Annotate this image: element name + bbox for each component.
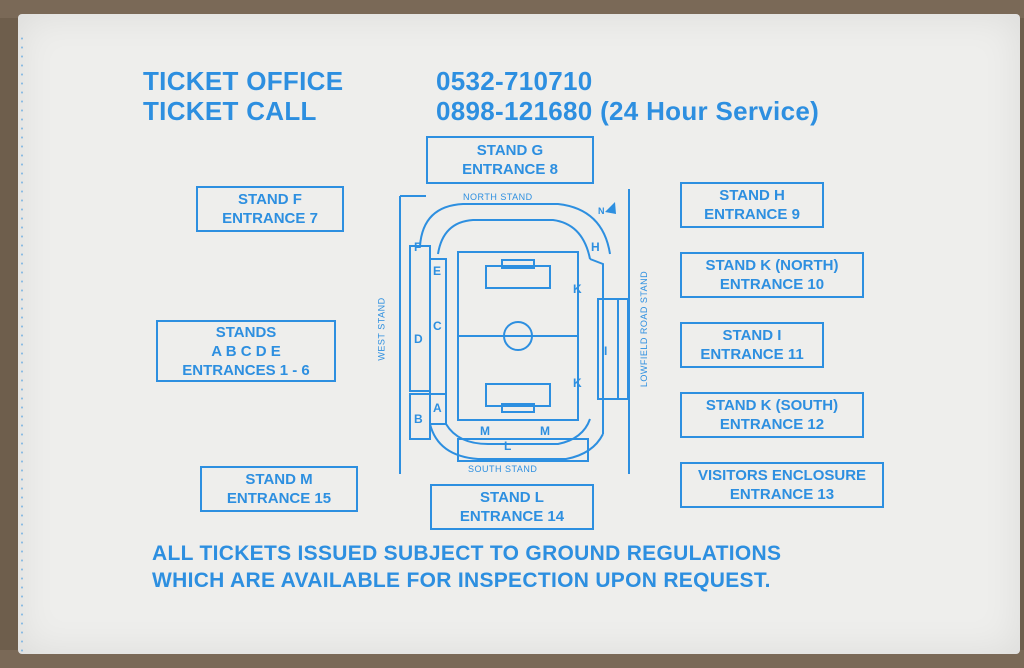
section-d-letter: D bbox=[414, 332, 424, 346]
stand-l-entrance-box: STAND L ENTRANCE 14 bbox=[430, 484, 594, 530]
regulations-line-1: ALL TICKETS ISSUED SUBJECT TO GROUND REG… bbox=[152, 542, 782, 565]
stand-k-north-entrance: ENTRANCE 10 bbox=[719, 276, 825, 293]
visitors-entrance: ENTRANCE 13 bbox=[729, 486, 835, 503]
perforation-edge bbox=[20, 34, 24, 654]
stand-k-south-name: STAND K (SOUTH) bbox=[705, 397, 839, 414]
stand-l-entrance: ENTRANCE 14 bbox=[459, 508, 565, 525]
section-e-letter: E bbox=[433, 264, 442, 278]
wood-background-bottom bbox=[0, 650, 1024, 668]
regulations-line-2: WHICH ARE AVAILABLE FOR INSPECTION UPON … bbox=[152, 569, 771, 592]
visitors-entrance-box: VISITORS ENCLOSURE ENTRANCE 13 bbox=[680, 462, 884, 508]
stands-abcde-entrances: ENTRANCES 1 - 6 bbox=[182, 361, 310, 379]
section-i-letter: I bbox=[604, 344, 608, 358]
stand-k-south-entrance: ENTRANCE 12 bbox=[719, 416, 825, 433]
visitors-name: VISITORS ENCLOSURE bbox=[697, 467, 867, 484]
section-m-east-letter: M bbox=[540, 424, 551, 438]
stand-f-name: STAND F bbox=[238, 191, 302, 208]
stand-f-entrance: ENTRANCE 7 bbox=[222, 210, 318, 227]
stand-i-name: STAND I bbox=[722, 327, 782, 344]
stand-m-entrance: ENTRANCE 15 bbox=[226, 490, 332, 507]
stand-k-north-entrance-box: STAND K (NORTH) ENTRANCE 10 bbox=[680, 252, 864, 298]
stadium-map bbox=[399, 189, 630, 474]
stand-i-entrance: ENTRANCE 11 bbox=[700, 346, 804, 363]
stands-abcde-title: STANDS bbox=[215, 323, 277, 341]
section-k-north-letter: K bbox=[573, 282, 583, 296]
ticket-office-number: 0532-710710 bbox=[436, 66, 593, 96]
wood-background-top bbox=[0, 0, 1024, 18]
section-k-south-letter: K bbox=[573, 376, 583, 390]
stand-i-entrance-box: STAND I ENTRANCE 11 bbox=[680, 322, 824, 368]
section-f-letter: F bbox=[414, 240, 422, 254]
section-c-letter: C bbox=[433, 319, 443, 333]
stand-h-name: STAND H bbox=[719, 187, 785, 204]
north-marker: N bbox=[598, 206, 605, 216]
north-stand-label: NORTH STAND bbox=[463, 192, 533, 202]
stand-g-entrance: ENTRANCE 8 bbox=[462, 161, 558, 178]
section-m-west-letter: M bbox=[480, 424, 491, 438]
section-b-letter: B bbox=[414, 412, 424, 426]
ticket-office-label: TICKET OFFICE bbox=[143, 66, 344, 96]
west-stand-label: WEST STAND bbox=[376, 297, 387, 361]
stand-m-name: STAND M bbox=[245, 471, 313, 488]
stand-h-entrance: ENTRANCE 9 bbox=[704, 206, 800, 223]
stand-m-entrance-box: STAND M ENTRANCE 15 bbox=[200, 466, 358, 512]
stand-g-name: STAND G bbox=[476, 142, 544, 159]
stand-k-north-name: STAND K (NORTH) bbox=[705, 257, 839, 274]
ticket: TICKET OFFICE 0532-710710 TICKET CALL 08… bbox=[18, 14, 1020, 654]
east-stand-label: LOWFIELD ROAD STAND bbox=[639, 270, 650, 388]
stand-f-entrance-box: STAND F ENTRANCE 7 bbox=[196, 186, 344, 232]
section-l-letter: L bbox=[504, 439, 512, 453]
ticket-call-label: TICKET CALL bbox=[143, 96, 317, 126]
stands-abcde-letters: A B C D E bbox=[211, 342, 281, 360]
section-a-letter: A bbox=[433, 401, 443, 415]
stand-g-entrance-box: STAND G ENTRANCE 8 bbox=[426, 136, 594, 184]
south-stand-label: SOUTH STAND bbox=[468, 464, 538, 474]
stand-k-south-entrance-box: STAND K (SOUTH) ENTRANCE 12 bbox=[680, 392, 864, 438]
stand-l-name: STAND L bbox=[480, 489, 544, 506]
ticket-call-number: 0898-121680 (24 Hour Service) bbox=[436, 96, 820, 126]
section-h-letter: H bbox=[591, 240, 601, 254]
stand-h-entrance-box: STAND H ENTRANCE 9 bbox=[680, 182, 824, 228]
stands-abcde-entrance-box: STANDS A B C D E ENTRANCES 1 - 6 bbox=[156, 320, 336, 382]
